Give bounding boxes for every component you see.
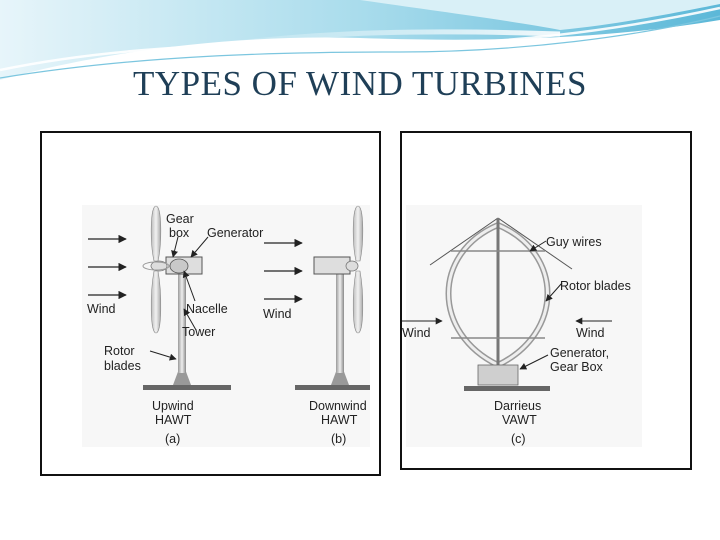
label-blades: blades [104, 359, 141, 373]
label-generator: Generator [207, 226, 263, 240]
label-rotor: Rotor [104, 344, 135, 358]
pointers-c [402, 240, 612, 370]
downwind-turbine [295, 205, 370, 390]
label-tower: Tower [182, 325, 215, 339]
slide-title: TYPES OF WIND TURBINES [132, 64, 588, 103]
label-wind-left: Wind [402, 326, 431, 340]
label-hawt-a: HAWT [155, 413, 192, 427]
caption-a: (a) [165, 432, 180, 446]
label-gear: Gear [166, 212, 194, 226]
label-vawt: VAWT [502, 413, 537, 427]
wind-arrows-b [264, 238, 303, 304]
wind-arrows-a [88, 234, 127, 300]
label-wind-b: Wind [263, 307, 292, 321]
pointers-a [149, 236, 209, 361]
label-downwind: Downwind [309, 399, 367, 413]
label-darrieus: Darrieus [494, 399, 541, 413]
label-wind-a: Wind [87, 302, 116, 316]
label-generator-c: Generator, [550, 346, 609, 360]
caption-b: (b) [331, 432, 346, 446]
label-rotor-blades: Rotor blades [560, 279, 631, 293]
vawt-figure-panel: Guy wires Rotor blades Wind Wind Generat… [400, 131, 692, 470]
label-wind-right: Wind [576, 326, 605, 340]
label-nacelle: Nacelle [186, 302, 228, 316]
darrieus-rotor [429, 217, 573, 391]
label-guy-wires: Guy wires [546, 235, 602, 249]
label-box: box [169, 226, 190, 240]
label-upwind: Upwind [152, 399, 194, 413]
upwind-turbine [142, 205, 231, 390]
hawt-figure-panel: Gear box Generator Nacelle Tower Rotor b… [40, 131, 381, 476]
hawt-diagram: Gear box Generator Nacelle Tower Rotor b… [82, 205, 370, 447]
label-hawt-b: HAWT [321, 413, 358, 427]
label-gear-box: Gear Box [550, 360, 604, 374]
vawt-diagram: Guy wires Rotor blades Wind Wind Generat… [402, 205, 642, 447]
figure-background [82, 205, 370, 447]
caption-c: (c) [511, 432, 526, 446]
header-swoosh [0, 0, 720, 80]
